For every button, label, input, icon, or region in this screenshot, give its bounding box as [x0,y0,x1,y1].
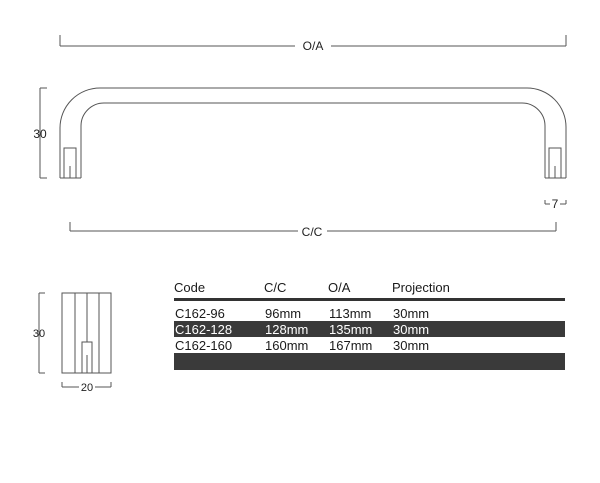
cell-code: C162-96 [175,305,225,321]
spec-table: Code C/C O/A Projection C162-96 96mm 113… [174,280,565,370]
header-oa: O/A [328,280,392,301]
cell-cc [264,353,328,370]
overall-dimension-line [59,35,567,47]
table-row: C162-160 160mm 167mm 30mm [174,337,565,353]
height-dimension-bracket [39,87,47,179]
cell-cc: 160mm [265,337,309,353]
cell-oa: 167mm [329,337,373,353]
header-projection: Projection [392,280,565,301]
table-row-empty [174,353,565,370]
cell-projection: 30mm [393,337,430,353]
cell-cc: 128mm [264,321,328,337]
header-cc: C/C [264,280,328,301]
cell-projection: 30mm [393,305,430,321]
cell-projection: 30mm [392,321,565,337]
table-row: C162-96 96mm 113mm 30mm [174,305,565,321]
handle-front-view [59,87,567,179]
header-code: Code [174,280,264,301]
centers-label: C/C [302,225,323,239]
centers-dimension-line [69,222,557,232]
table-header-row: Code C/C O/A Projection [174,280,565,301]
cell-cc: 96mm [265,305,302,321]
cell-oa [328,353,392,370]
leg-width-dimension [544,200,567,205]
cell-oa: 135mm [328,321,392,337]
cell-projection [392,353,565,370]
handle-side-view [38,292,112,388]
side-width-label: 20 [81,382,93,394]
cell-code: C162-128 [174,321,264,337]
table-row: C162-128 128mm 135mm 30mm [174,321,565,337]
leg-width-label: 7 [552,197,559,211]
cell-code [174,353,264,370]
height-label: 30 [33,127,47,141]
cell-code: C162-160 [175,337,233,353]
cell-oa: 113mm [329,305,372,321]
overall-length-label: O/A [303,39,324,53]
side-height-label: 30 [33,328,45,340]
